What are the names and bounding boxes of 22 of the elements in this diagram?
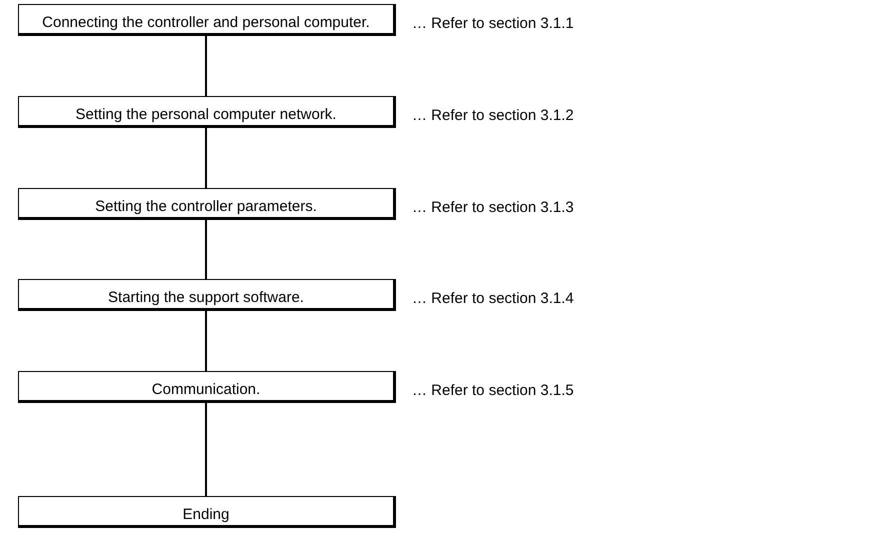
process-box [18, 96, 396, 128]
step-text: Starting the support software. [108, 289, 304, 308]
process-box [18, 279, 396, 311]
section-reference: … Refer to section 3.1.1 [412, 15, 574, 33]
process-box [18, 188, 396, 220]
step-text: Connecting the controller and personal computer. [42, 14, 370, 33]
connector-line [205, 36, 207, 96]
connector-line [205, 128, 207, 188]
section-reference: … Refer to section 3.1.5 [412, 382, 574, 400]
step-text: Setting the controller parameters. [95, 198, 317, 217]
process-box [18, 4, 396, 36]
process-box [18, 496, 396, 528]
step-text: Ending [182, 506, 230, 525]
section-reference: … Refer to section 3.1.3 [412, 199, 574, 217]
process-box [18, 371, 396, 403]
step-text: Setting the personal computer network. [76, 106, 336, 125]
section-reference: … Refer to section 3.1.2 [412, 107, 574, 125]
connector-line [205, 220, 207, 279]
section-reference: … Refer to section 3.1.4 [412, 290, 574, 308]
connector-line [205, 311, 207, 371]
connector-line [205, 403, 207, 496]
step-text: Communication. [152, 381, 260, 400]
